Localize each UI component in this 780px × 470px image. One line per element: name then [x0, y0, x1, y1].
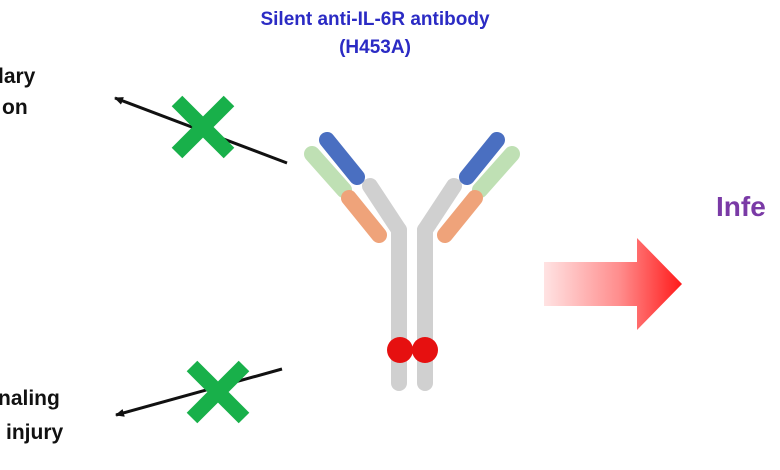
cross-icon [186, 360, 250, 424]
fc-mutation-site-left [387, 337, 413, 363]
blocked-arrow-top [114, 95, 288, 165]
vl-domain-right [472, 146, 520, 198]
top-left-label-line2: on [2, 96, 28, 119]
right-outcome-label: Infe [716, 191, 766, 222]
fc-mutation-site-right [412, 337, 438, 363]
ch1-domain-left [341, 190, 387, 243]
diagram-title-line1: Silent anti-IL-6R antibody [260, 9, 490, 30]
blocked-arrow-bottom [115, 360, 283, 424]
bottom-left-label-line1: naling [0, 387, 60, 410]
arrow-icon [115, 367, 283, 417]
vh-domain-left [319, 132, 365, 185]
ch1-domain-right [437, 190, 483, 243]
vh-domain-right [459, 132, 505, 185]
top-left-label-line1: lary [0, 65, 36, 88]
outcome-arrow-icon [544, 238, 682, 330]
bottom-left-label-line2: injury [6, 421, 64, 444]
vl-domain-left [304, 146, 352, 198]
cross-icon [171, 95, 235, 159]
antibody-icon [304, 132, 520, 391]
diagram-title-line2: (H453A) [339, 37, 411, 58]
